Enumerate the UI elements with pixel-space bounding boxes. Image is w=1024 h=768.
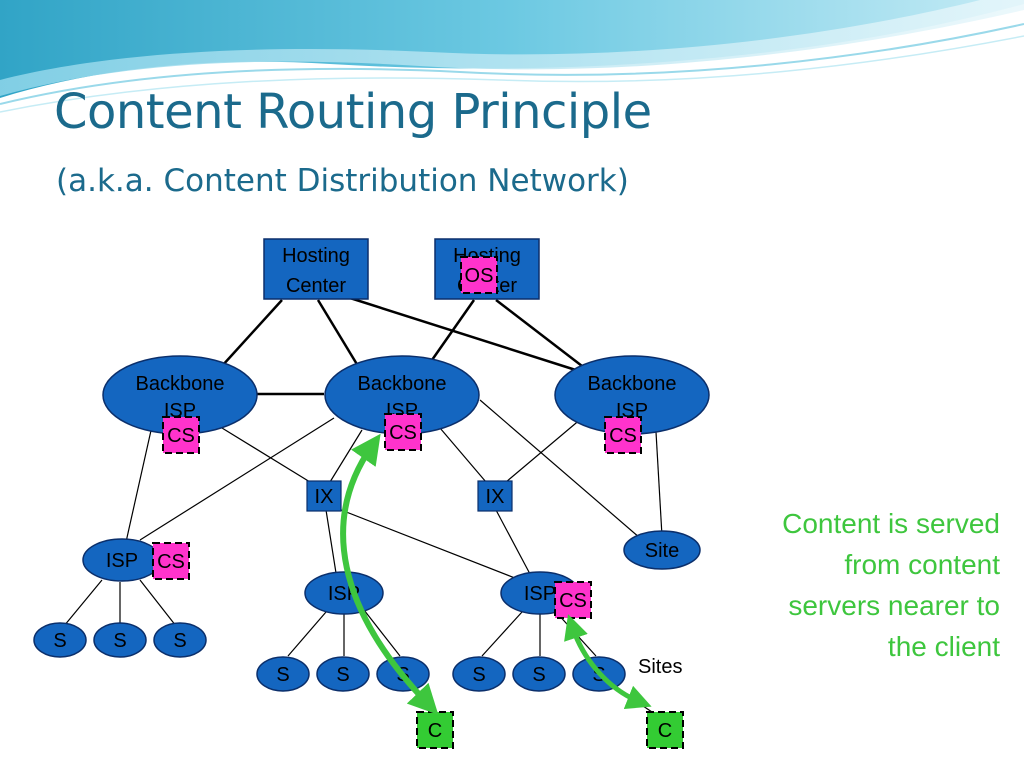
content-server-label-b3: CS [609,425,637,447]
exchange-2: IX [477,480,513,512]
link-b3-site [655,431,663,537]
link-b2-isp1 [139,417,335,541]
client-c1: C [416,711,454,749]
note-line-3: servers nearer to [788,590,1000,621]
client-c2-label: C [658,720,672,742]
content-server-label-b1: CS [167,425,195,447]
hosting-center-1-line-2: Center [286,275,346,297]
exchange-1: IX [306,480,342,512]
link-hc1-b2 [316,299,360,367]
origin-server-tag: OS [460,256,498,294]
content-server-label-isp1: CS [157,551,185,573]
link-ix1-isp2 [325,509,337,574]
link-b1-isp1 [125,425,153,543]
backbone-isp-1: Backbone ISP [102,355,258,435]
backbone-isp-1-line-1: Backbone [136,373,225,395]
isp-2: ISP [304,571,384,615]
content-server-tag-isp1: CS [152,542,190,580]
link-isp1-s1 [63,579,103,627]
server-s1: S [33,622,87,658]
server-s2: S [93,622,147,658]
content-server-tag-isp3: CS [554,581,592,619]
isp-1-label: ISP [106,550,138,572]
note-line-1: Content is served [782,508,1000,539]
isp-1: ISP [82,538,162,582]
server-s5: S [316,656,370,692]
server-s8: S [512,656,566,692]
hosting-center-1-line-1: Hosting [282,245,350,267]
isp-3-label: ISP [524,583,556,605]
content-server-tag-b1: CS [162,416,200,454]
link-isp1-s3 [139,579,177,627]
server-s1-label: S [53,630,66,652]
content-path-arrow-1 [340,433,439,715]
server-s7: S [452,656,506,692]
client-c2: C [646,711,684,749]
server-s5-label: S [336,664,349,686]
backbone-isp-2-line-1: Backbone [358,373,447,395]
hosting-center-1: Hosting Center [263,238,369,300]
server-s3: S [153,622,207,658]
server-s8-label: S [532,664,545,686]
page-title: Content Routing Principle [54,84,652,140]
link-hc1-b3 [349,296,583,374]
wave-line-2 [0,35,1024,113]
content-server-tag-b3: CS [604,416,642,454]
sites-caption: Sites [638,656,682,678]
client-c1-label: C [428,720,442,742]
content-server-label-b2: CS [389,422,417,444]
link-isp2-s4 [287,611,327,657]
server-s2-label: S [113,630,126,652]
link-b1-ix1 [221,427,311,483]
note-line-4: the client [887,631,1000,662]
server-s4: S [256,656,310,692]
wave-top-light [0,0,1024,96]
link-b2-ix2 [439,427,487,483]
link-hc1-b1 [221,299,283,367]
exchange-1-label: IX [315,486,334,508]
content-server-label-isp3: CS [559,590,587,612]
link-b2-site [479,399,641,539]
wave-top-dark [0,0,1024,98]
explanation-note: Content is served from content servers n… [700,503,1000,667]
link-ix2-isp3 [495,509,531,575]
link-hc2-b2 [430,299,476,361]
origin-server-label: OS [465,265,494,287]
backbone-links [221,296,583,396]
link-ix1-isp3 [335,507,521,581]
link-isp3-s7 [481,611,523,657]
content-server-tag-b2: CS [384,413,422,451]
link-hc2-b3 [495,299,583,367]
server-s7-label: S [472,664,485,686]
wave-line-1 [0,23,1024,105]
site-node: Site [623,530,701,570]
exchange-2-label: IX [486,486,505,508]
server-s3-label: S [173,630,186,652]
content-path-arrow-2 [564,614,652,709]
page-subtitle: (a.k.a. Content Distribution Network) [56,163,629,199]
server-nodes: S S S S S S S S S [33,622,626,692]
link-b3-ix2 [505,417,583,483]
site-label: Site [645,540,679,562]
note-line-2: from content [844,549,1000,580]
backbone-isp-3-line-1: Backbone [588,373,677,395]
server-s4-label: S [276,664,289,686]
